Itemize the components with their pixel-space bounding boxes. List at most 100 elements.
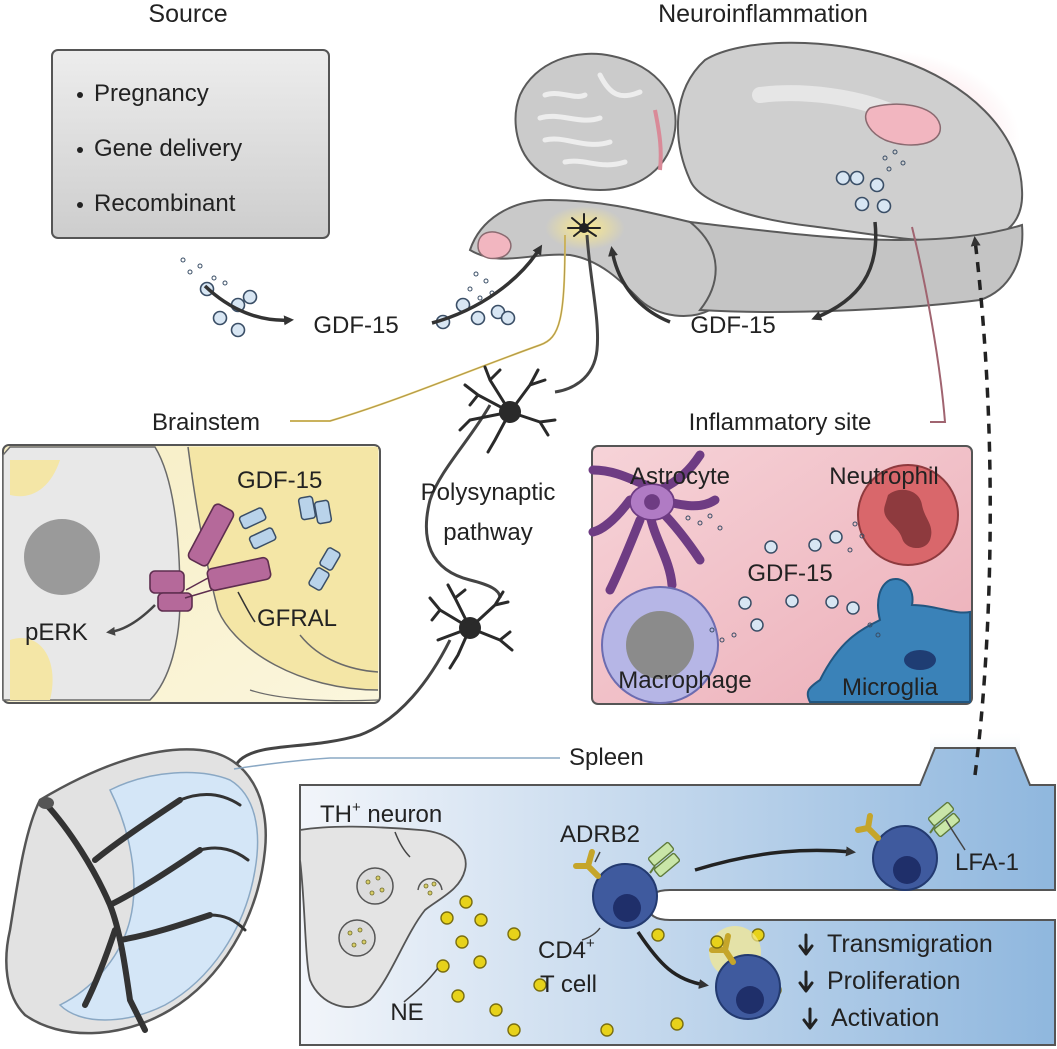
source-item-pregnancy: Pregnancy	[94, 80, 209, 107]
astrocyte-icon	[588, 450, 720, 595]
gdf15-small-particles-inflammatory	[685, 513, 881, 643]
brainstem-yellow-top	[10, 460, 60, 497]
down-arrow-icon	[798, 970, 814, 993]
gfral-leader	[237, 591, 256, 623]
spleen-vessels	[42, 797, 213, 1033]
cd4-label: CD4+	[538, 935, 595, 964]
lfa1-receptor-icon	[647, 841, 681, 878]
brain-gdf15-arrow-down	[811, 221, 878, 321]
adrb2-label: ADRB2	[560, 821, 640, 848]
bullet	[77, 202, 83, 208]
effect-activation: Activation	[831, 1004, 939, 1032]
olfactory-region	[477, 231, 512, 260]
gfral-receptor-icon	[149, 503, 272, 612]
source-arrow	[203, 284, 294, 326]
brainstem-membrane-2	[299, 634, 379, 673]
gdf15-label-left: GDF-15	[313, 312, 398, 339]
cd4-tcell-icon	[592, 863, 658, 929]
bullet	[77, 147, 83, 153]
brainstem-nucleus	[24, 519, 100, 595]
ne-label: NE	[390, 999, 423, 1026]
macrophage-icon	[601, 586, 719, 704]
neutrophil-icon	[857, 464, 959, 566]
spleen-hilum	[38, 797, 54, 809]
down-arrow-icon	[798, 933, 814, 956]
adrb2-receptor-icon	[573, 849, 601, 879]
vesicle	[356, 867, 394, 905]
spleen-title: Spleen	[569, 744, 644, 771]
brainstem-neuron-icon	[567, 213, 601, 237]
brainstem-yellow-bottom	[10, 638, 53, 700]
spleen-illustration: Spleen	[5, 744, 644, 1035]
gfral-linker	[184, 577, 213, 599]
source-section: Source Pregnancy Gene delivery Recombina…	[51, 0, 330, 239]
source-item-gene-delivery: Gene delivery	[94, 135, 242, 162]
neuron-icon-upper	[458, 365, 557, 454]
inflammatory-site-panel: Inflammatory site Astrocyte Neutrophil G…	[588, 409, 973, 705]
brainstem-membrane	[187, 446, 379, 691]
brainstem-title: Brainstem	[152, 409, 260, 436]
th-neuron-label: TH+ neuron	[320, 799, 442, 828]
ne-inhibition-arrow	[636, 931, 709, 989]
cerebellum	[514, 52, 677, 192]
cerebellum-edge	[653, 109, 663, 171]
source-title: Source	[148, 0, 227, 28]
microglia-label: Microglia	[842, 674, 939, 701]
inflammatory-site-title: Inflammatory site	[689, 409, 872, 436]
vesicle	[338, 919, 376, 957]
macrophage-label: Macrophage	[618, 667, 751, 694]
migrated-tcell-icon	[872, 825, 938, 891]
gdf15-ligand-icon	[238, 495, 341, 591]
pathway-label-line1: Polysynaptic	[421, 479, 556, 506]
brainstem-membrane-3	[249, 689, 379, 702]
adrb2-leader	[594, 851, 601, 863]
polysynaptic-pathway: Polysynaptic pathway	[228, 234, 600, 786]
gdf15-right-arrow-up	[608, 246, 671, 324]
spleen-vessels-fine	[178, 793, 250, 932]
th-neuron-leader	[394, 831, 411, 858]
adrb2-receptor-icon-migrated	[855, 813, 881, 841]
spinal-cord	[686, 220, 1024, 313]
cerebellum-folia	[537, 72, 643, 168]
th-neuron-cell	[299, 825, 467, 1008]
down-arrow-icon	[802, 1007, 818, 1030]
inflammatory-gdf15-label: GDF-15	[747, 560, 832, 587]
astrocyte-label: Astrocyte	[630, 463, 730, 490]
perk-label: pERK	[25, 619, 88, 646]
effect-proliferation: Proliferation	[827, 967, 960, 995]
gdf15-to-brainstem-arrow	[431, 244, 543, 325]
neutrophil-label: Neutrophil	[829, 463, 938, 490]
adrb2-bound-icon	[709, 933, 736, 965]
brainstem-gdf15-label: GDF-15	[237, 467, 322, 494]
tcell-label: T cell	[540, 971, 597, 998]
spleen-leader-line	[233, 757, 331, 770]
gdf15-label-right: GDF-15	[690, 312, 775, 339]
brainstem-cell-right	[188, 447, 378, 690]
lfa1-receptor-icon-migrated	[927, 801, 961, 838]
neuron-icon-lower	[428, 583, 514, 670]
effect-transmigration: Transmigration	[827, 930, 993, 958]
pathway-label-line2: pathway	[443, 519, 532, 546]
gdf15-small-particles	[180, 149, 906, 301]
axon-top	[554, 234, 600, 394]
inhibited-tcell-icon	[715, 954, 781, 1020]
perk-arrow	[106, 604, 156, 636]
effects-list: Transmigration Proliferation Activation	[798, 930, 993, 1032]
brainstem-panel: Brainstem GDF-15 GFRAL pERK	[2, 409, 381, 704]
lfa1-label: LFA-1	[955, 849, 1019, 876]
tcell-migration-arrow	[694, 846, 856, 872]
inflammatory-site-leader	[911, 226, 947, 423]
brain-illustration: Neuroinflammation	[468, 0, 1024, 317]
axon-middle	[424, 404, 502, 599]
source-box	[51, 49, 330, 239]
cd4-leader	[581, 927, 601, 941]
reentry-dashed-arrow	[970, 236, 992, 776]
neuroinflammation-title: Neuroinflammation	[658, 0, 868, 28]
spleen-pulp	[58, 771, 259, 1021]
vesicle-contents	[347, 875, 437, 948]
gdf15-particles-inflammatory	[738, 530, 860, 632]
spleen-panel: TH+ neuron NE ADRB2 CD4+ T cel	[299, 236, 1056, 1046]
ne-leader	[403, 967, 439, 1003]
gfral-label: GFRAL	[257, 605, 337, 632]
